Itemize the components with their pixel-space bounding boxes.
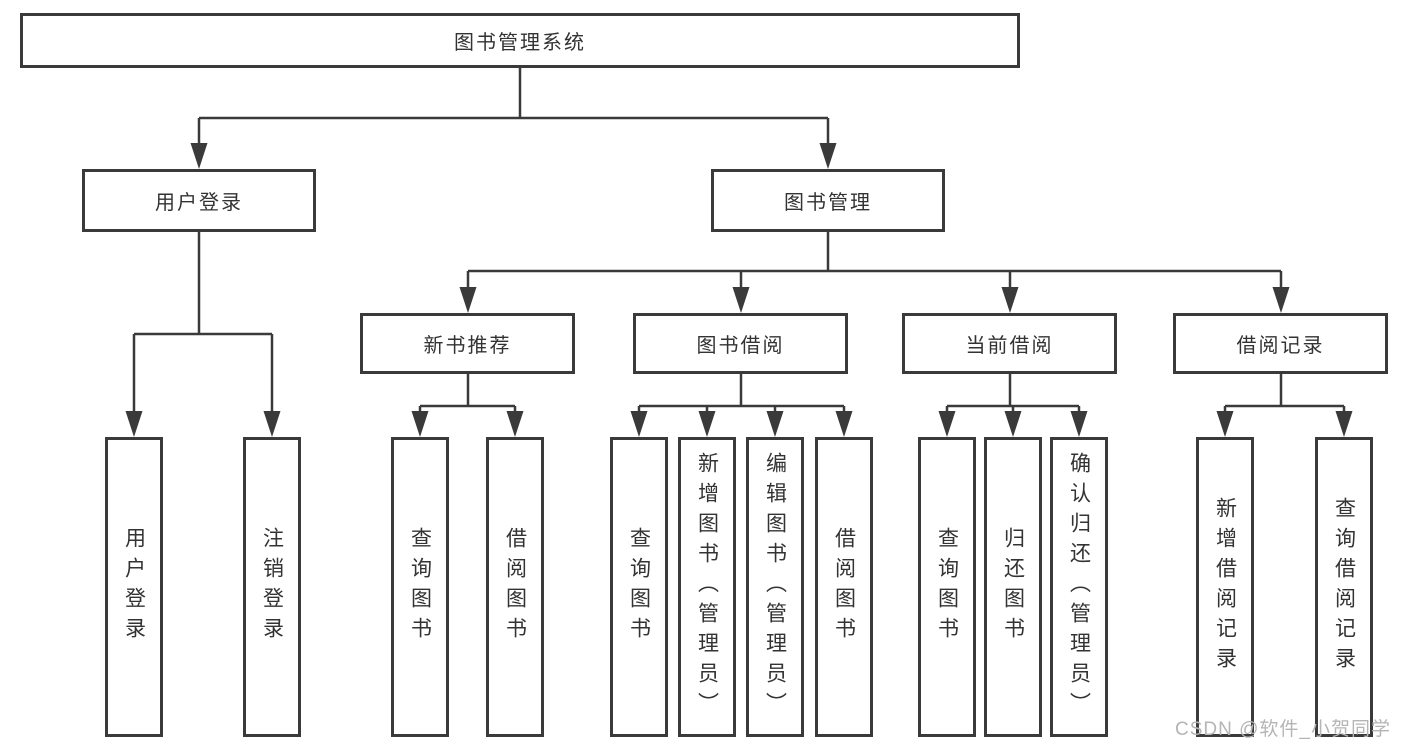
leaf-borrow-books-recommend: 借阅图书 bbox=[486, 437, 544, 737]
leaf-return-books: 归还图书 bbox=[984, 437, 1042, 737]
leaf-return-books-label: 归还图书 bbox=[1001, 527, 1025, 647]
csdn-watermark: CSDN @软件_小贺同学 bbox=[1175, 719, 1391, 740]
connector-borrow-record-to-leaves bbox=[1223, 374, 1346, 414]
node-book-borrowing-label: 图书借阅 bbox=[696, 335, 785, 357]
node-book-management: 图书管理 bbox=[711, 169, 945, 232]
node-borrowing-records: 借阅记录 bbox=[1173, 313, 1388, 374]
node-user-login: 用户登录 bbox=[82, 169, 316, 232]
leaf-borrow-books-recommend-label: 借阅图书 bbox=[503, 527, 527, 647]
leaf-query-books-borrow-label: 查询图书 bbox=[627, 527, 651, 647]
leaf-confirm-return-admin: 确认归还（管理员） bbox=[1050, 437, 1108, 737]
node-new-book-recommend-label: 新书推荐 bbox=[423, 335, 512, 357]
leaf-user-login-label: 用户登录 bbox=[122, 527, 146, 647]
leaf-add-borrow-record-label: 新增借阅记录 bbox=[1213, 497, 1237, 677]
node-book-borrowing: 图书借阅 bbox=[633, 313, 848, 374]
node-root-system-label: 图书管理系统 bbox=[454, 32, 586, 54]
leaf-edit-books-admin: 编辑图书（管理员） bbox=[746, 437, 804, 737]
leaf-logout-label: 注销登录 bbox=[260, 527, 284, 647]
leaf-query-books-recommend: 查询图书 bbox=[391, 437, 449, 737]
leaf-edit-books-admin-label: 编辑图书（管理员） bbox=[763, 452, 787, 722]
connector-root-to-level2 bbox=[197, 68, 830, 146]
connector-user-login-to-leaves bbox=[132, 232, 274, 414]
leaf-query-books-current: 查询图书 bbox=[918, 437, 976, 737]
node-user-login-label: 用户登录 bbox=[155, 192, 243, 214]
node-new-book-recommend: 新书推荐 bbox=[360, 313, 575, 374]
connector-book-borrow-to-leaves bbox=[637, 374, 846, 414]
leaf-borrow-books: 借阅图书 bbox=[815, 437, 873, 737]
leaf-logout: 注销登录 bbox=[243, 437, 301, 737]
leaf-query-books-borrow: 查询图书 bbox=[610, 437, 668, 737]
leaf-query-borrow-record-label: 查询借阅记录 bbox=[1332, 497, 1356, 677]
leaf-user-login: 用户登录 bbox=[105, 437, 163, 737]
node-book-management-label: 图书管理 bbox=[784, 192, 872, 214]
connector-current-borrow-to-leaves bbox=[945, 374, 1081, 414]
node-current-borrowing: 当前借阅 bbox=[902, 313, 1117, 374]
connector-book-mgmt-to-level3 bbox=[466, 232, 1283, 290]
leaf-confirm-return-admin-label: 确认归还（管理员） bbox=[1067, 452, 1091, 722]
node-root-system: 图书管理系统 bbox=[20, 13, 1020, 68]
leaf-borrow-books-label: 借阅图书 bbox=[832, 527, 856, 647]
leaf-query-books-recommend-label: 查询图书 bbox=[408, 527, 432, 647]
leaf-query-borrow-record: 查询借阅记录 bbox=[1315, 437, 1373, 737]
leaf-add-borrow-record: 新增借阅记录 bbox=[1196, 437, 1254, 737]
node-borrowing-records-label: 借阅记录 bbox=[1236, 335, 1325, 357]
node-current-borrowing-label: 当前借阅 bbox=[965, 335, 1054, 357]
connector-new-book-to-leaves bbox=[418, 374, 517, 414]
leaf-add-books-admin: 新增图书（管理员） bbox=[678, 437, 736, 737]
leaf-add-books-admin-label: 新增图书（管理员） bbox=[695, 452, 719, 722]
leaf-query-books-current-label: 查询图书 bbox=[935, 527, 959, 647]
